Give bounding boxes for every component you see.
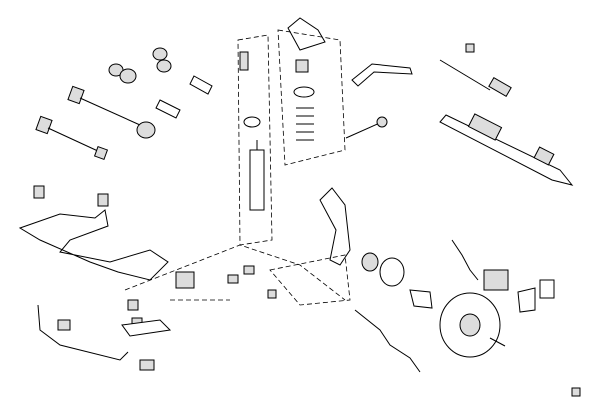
tie-rods <box>439 43 512 98</box>
stabilizer-bar <box>37 304 155 371</box>
bolts <box>227 265 581 397</box>
front-subframe <box>18 185 169 281</box>
drive-shaft-left <box>35 115 109 161</box>
cv-joints-boots <box>108 47 213 119</box>
steering-knuckle <box>269 187 351 306</box>
sensor-cable <box>354 309 421 373</box>
strut-assembly <box>237 17 346 246</box>
wheel-hub <box>361 252 433 309</box>
brake-disc <box>439 292 506 358</box>
assembly-dash-lines <box>124 244 346 301</box>
lower-control-arm <box>121 271 195 337</box>
upper-arm <box>345 63 413 139</box>
drive-shaft-right <box>67 85 156 139</box>
brake-caliper <box>451 239 555 313</box>
steering-rack <box>439 113 574 186</box>
